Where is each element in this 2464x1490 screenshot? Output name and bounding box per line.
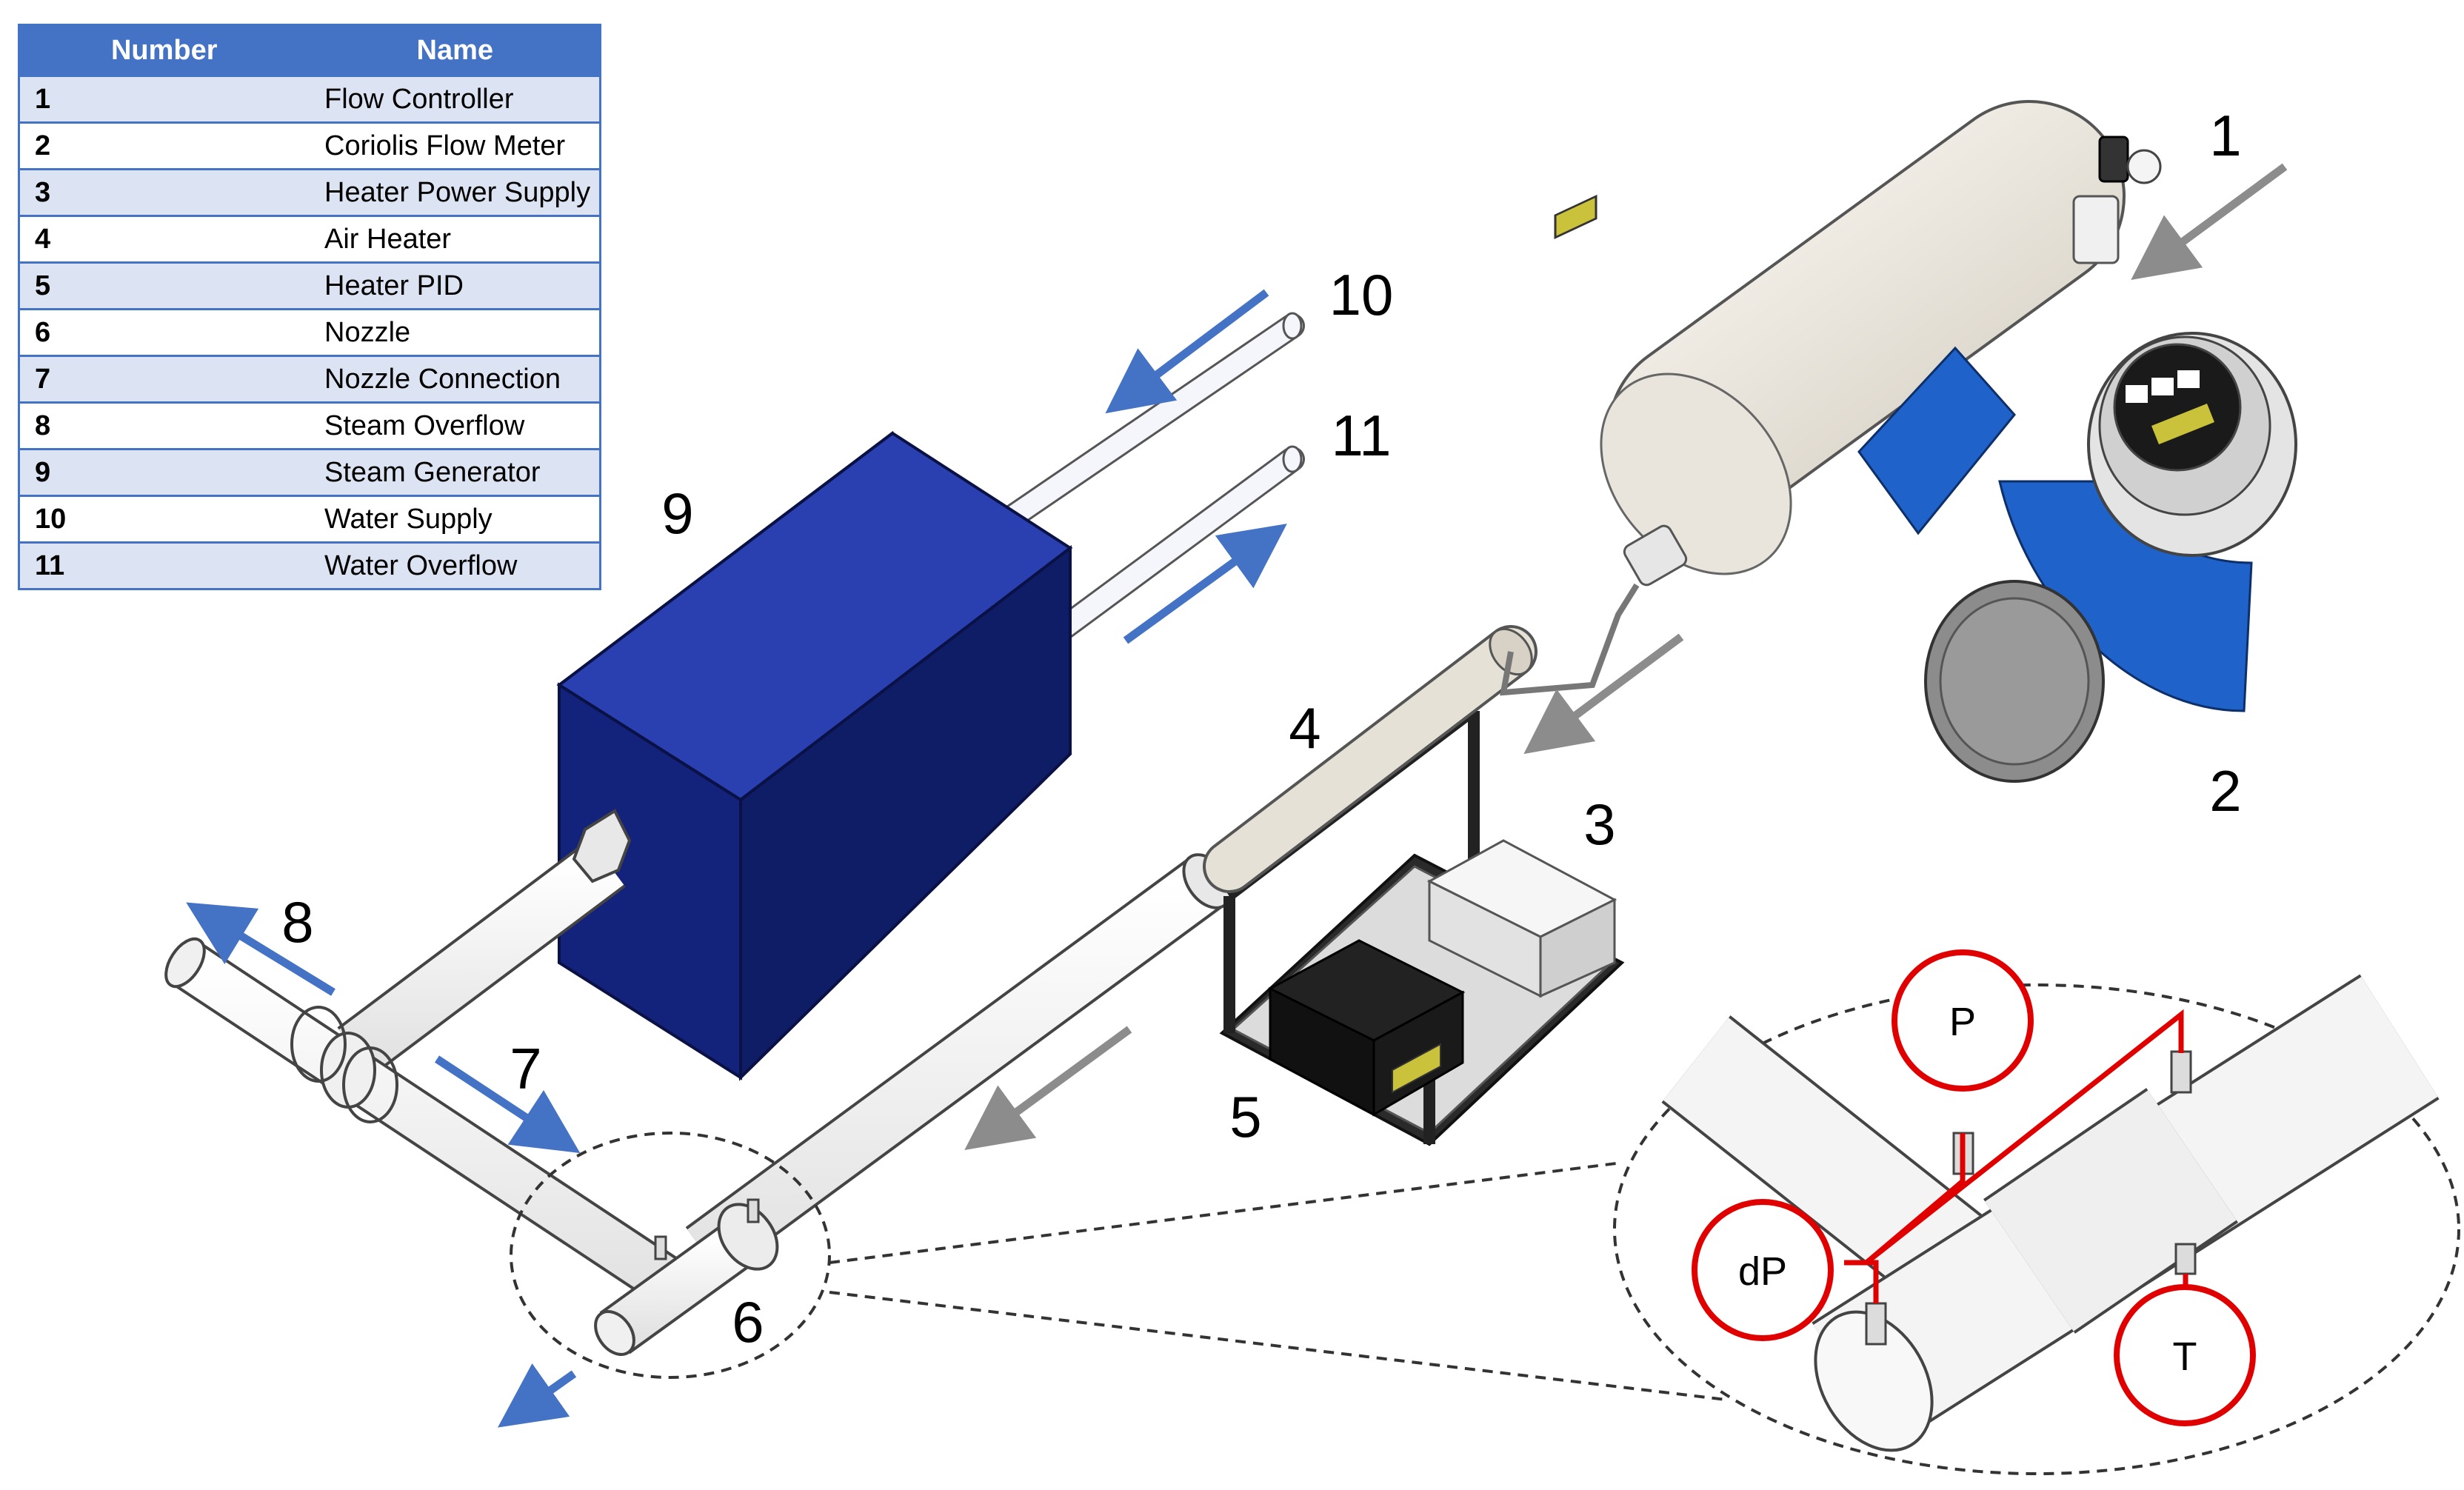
arrow-air-to-heater (1523, 633, 1684, 755)
coriolis-flow-meter (1857, 332, 2297, 783)
legend-number: 3 (18, 168, 310, 217)
legend-name: Heater Power Supply (310, 168, 601, 217)
legend-name: Steam Overflow (310, 401, 601, 450)
callout-6: 6 (732, 1289, 764, 1354)
legend-name: Coriolis Flow Meter (310, 121, 601, 170)
callout-5: 5 (1229, 1084, 1261, 1149)
legend-name: Steam Generator (310, 448, 601, 497)
legend-number: 7 (18, 355, 310, 404)
legend-header-name: Name (308, 24, 601, 77)
flow-controller (1600, 100, 2162, 587)
pressure-sensor (1892, 949, 2034, 1092)
legend-number: 8 (18, 401, 310, 450)
zoom-line-bottom (829, 1291, 1726, 1401)
steam-generator-box (556, 431, 1073, 1081)
nozzle-zoom-ellipse (510, 1132, 831, 1379)
legend-name: Water Supply (310, 495, 601, 544)
water-overflow-tube (1039, 445, 1305, 649)
callout-11: 11 (1332, 403, 1392, 468)
temperature-sensor-label: T (2173, 1334, 2197, 1379)
differential-pressure-sensor (1692, 1199, 1834, 1341)
callout-8: 8 (281, 889, 313, 955)
legend-number: 9 (18, 448, 310, 497)
legend-name: Heater PID (310, 261, 601, 310)
legend-number: 4 (18, 215, 310, 264)
heater-pid (1267, 939, 1466, 1117)
arrow-water-overflow (1123, 524, 1287, 644)
legend-name: Nozzle (310, 308, 601, 357)
legend-number: 6 (18, 308, 310, 357)
legend-name: Flow Controller (310, 75, 601, 124)
arrow-air-to-nozzle (964, 1026, 1132, 1150)
legend-number: 5 (18, 261, 310, 310)
callout-2: 2 (2209, 758, 2241, 823)
callout-1: 1 (2209, 103, 2241, 168)
temperature-sensor (2114, 1284, 2256, 1426)
arrow-air-inlet (2131, 163, 2288, 281)
legend-header-number: Number (18, 24, 311, 77)
legend-number: 11 (18, 541, 310, 590)
sensor-wiring (1844, 1009, 2188, 1303)
legend-header-row: Number Name (18, 24, 601, 77)
callout-7: 7 (510, 1036, 541, 1101)
legend-number: 1 (18, 75, 310, 124)
differential-pressure-sensor-label: dP (1738, 1249, 1787, 1294)
legend-number: 10 (18, 495, 310, 544)
nozzle-assembly (594, 1198, 779, 1356)
callout-9: 9 (661, 481, 693, 546)
steam-overflow-pipe (164, 937, 681, 1303)
heater-power-supply (1426, 194, 1617, 998)
air-heater (1203, 625, 1538, 893)
legend-name: Nozzle Connection (310, 355, 601, 404)
zoom-line-top (829, 1161, 1623, 1264)
arrow-nozzle-outlet (498, 1363, 577, 1428)
air-tube (1500, 583, 1640, 696)
steam-line (337, 809, 632, 1076)
arrow-steam-overflow (186, 902, 335, 996)
legend-name: Air Heater (310, 215, 601, 264)
pressure-sensor-label: P (1949, 1000, 1976, 1044)
callout-10: 10 (1329, 262, 1394, 327)
callout-3: 3 (1583, 792, 1615, 857)
legend-number: 2 (18, 121, 310, 170)
water-supply-tube (965, 312, 1305, 553)
arrow-nozzle-connection (434, 1055, 581, 1154)
legend-name: Water Overflow (310, 541, 601, 590)
arrow-water-supply (1105, 289, 1269, 414)
callout-4: 4 (1289, 695, 1321, 761)
